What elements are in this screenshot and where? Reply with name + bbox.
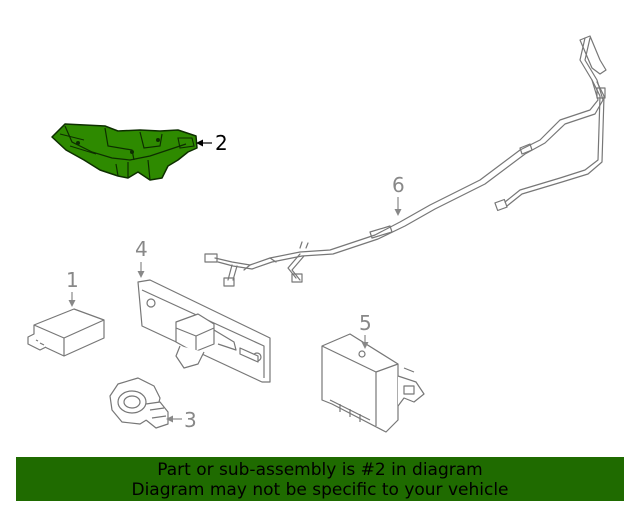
callout-3: 3: [166, 408, 197, 432]
callout-3-label: 3: [184, 408, 197, 432]
part-5-control-unit[interactable]: [321, 333, 425, 433]
part-1-module[interactable]: [27, 308, 105, 357]
callout-6: 6: [392, 173, 405, 216]
callout-4: 4: [135, 237, 148, 278]
part-6-harness[interactable]: [204, 35, 607, 287]
callout-1: 1: [66, 268, 79, 307]
callout-5: 5: [359, 311, 372, 349]
callout-5-label: 5: [359, 311, 372, 335]
part-3-sensor[interactable]: [109, 377, 169, 429]
callout-2: 2: [196, 131, 228, 155]
callout-2-label: 2: [215, 131, 228, 155]
callout-4-label: 4: [135, 237, 148, 261]
banner-line-1: Part or sub-assembly is #2 in diagram: [157, 460, 483, 480]
callout-1-label: 1: [66, 268, 79, 292]
info-banner: Part or sub-assembly is #2 in diagram Di…: [16, 457, 624, 501]
banner-line-2: Diagram may not be specific to your vehi…: [131, 480, 509, 500]
part-4-holder[interactable]: [137, 279, 271, 383]
part-2-bracket[interactable]: [51, 123, 198, 181]
callout-6-label: 6: [392, 173, 405, 197]
